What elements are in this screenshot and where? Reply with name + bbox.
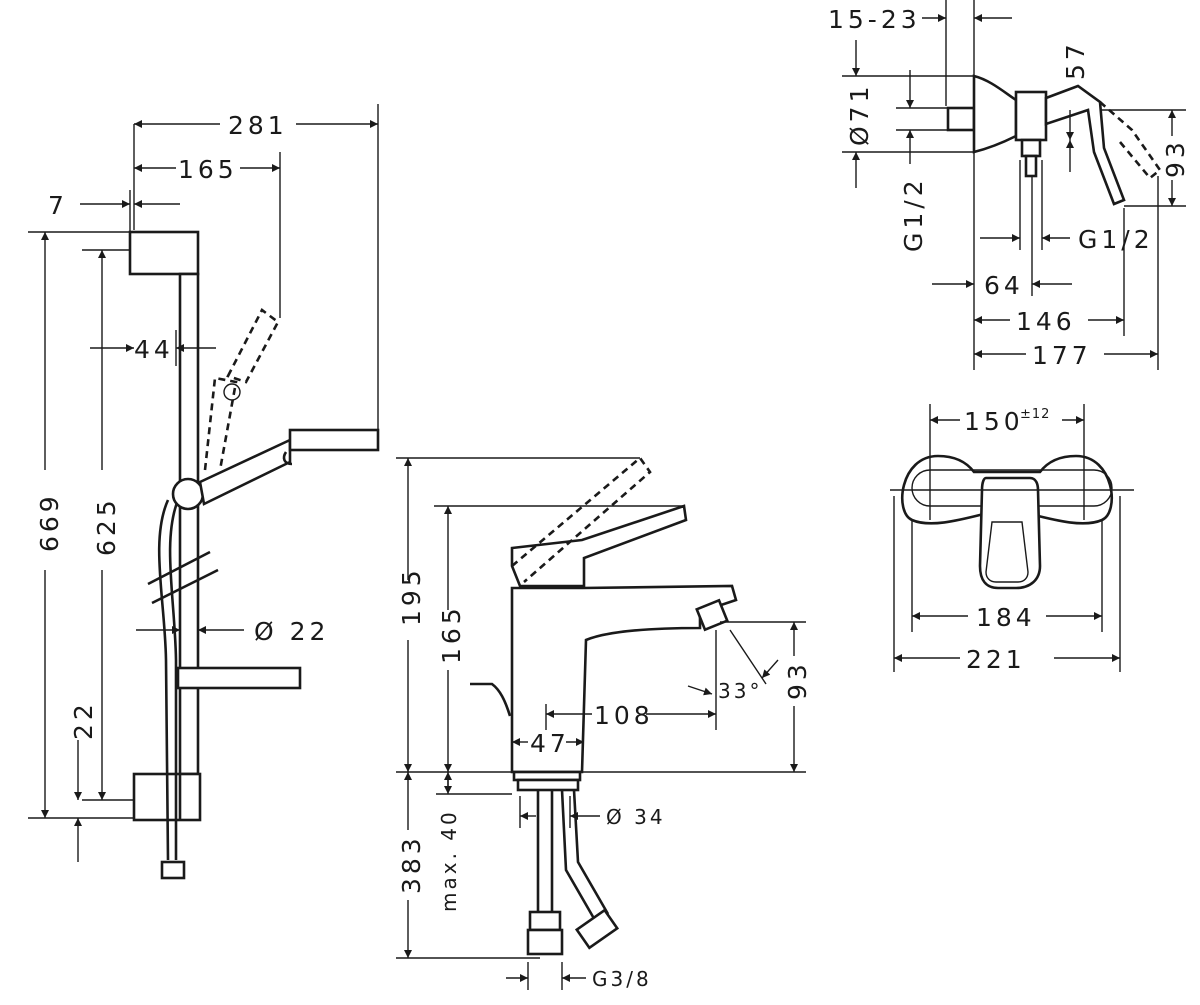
dim-bottom-offset: 22 [69,700,98,740]
mixer-lever-side-raised [1099,101,1162,180]
supply-hose-right [560,789,610,923]
shower-mixer-side-view: 15-23 Ø71 G1/2 57 93 G1/2 64 [828,0,1190,370]
dim-spout-angle: 33° [718,679,762,703]
mixer-lever [510,504,688,588]
dim-shank-diameter: Ø 34 [606,805,666,829]
dim-eccentric-range: 15-23 [828,5,921,34]
mixer-lever-raised [511,456,652,583]
dim-width-head: 165 [178,155,238,184]
basin-mixer-view: 195 165 93 108 47 33° Ø 34 [396,456,812,991]
dim-depth-64: 64 [984,271,1024,300]
popup-rod [470,682,512,717]
slider-knob [171,477,205,511]
dim-thread-left: G1/2 [899,176,928,252]
dim-centers-tolerance: ±12 [1020,407,1050,422]
dim-wall-offset: 7 [48,191,68,220]
mixer-lever-side [1044,84,1126,206]
dim-rosette-diameter: Ø71 [845,83,874,147]
dim-width-221: 221 [966,645,1026,674]
top-wall-bracket [128,230,200,276]
supply-hose-left [536,790,554,912]
soap-dish [176,666,302,690]
dim-width-total: 281 [228,111,288,140]
dim-bar-diameter: Ø 22 [254,617,329,646]
dim-spout-height: 93 [783,660,812,700]
dim-spout-reach: 108 [594,701,654,730]
mixer-lever-front [978,476,1042,590]
shower-mixer-front-view: 150 ±12 184 221 [890,404,1134,674]
dim-bar-to-wall: 44 [134,335,174,364]
dim-base-width: 47 [530,729,570,758]
dim-depth-146: 146 [1016,307,1076,336]
dim-below-counter: 383 [397,834,426,894]
mixer-body-side [1014,90,1048,142]
dim-height-total: 669 [35,492,64,552]
dim-height-spout: 165 [437,604,466,664]
eccentric-connector [946,106,976,132]
shower-bar [178,272,200,776]
dim-height-total-mixer: 195 [397,566,426,626]
hand-shower-tilted [203,376,238,471]
wall-rosette [972,74,1018,154]
dim-connection-thread: G3/8 [592,967,652,991]
dim-thread-right: G1/2 [1078,225,1154,254]
dim-lever: 57 [1061,40,1090,80]
dim-depth-177: 177 [1032,341,1092,370]
dim-height-between: 625 [92,496,121,556]
dim-centers: 150 [964,407,1024,436]
dim-height-93: 93 [1161,138,1190,178]
dim-width-184: 184 [976,603,1036,632]
dim-max-thickness: max. 40 [437,809,461,912]
hand-shower [198,437,292,506]
shower-rail-view: 281 165 7 44 669 625 22 Ø 22 [28,104,380,880]
